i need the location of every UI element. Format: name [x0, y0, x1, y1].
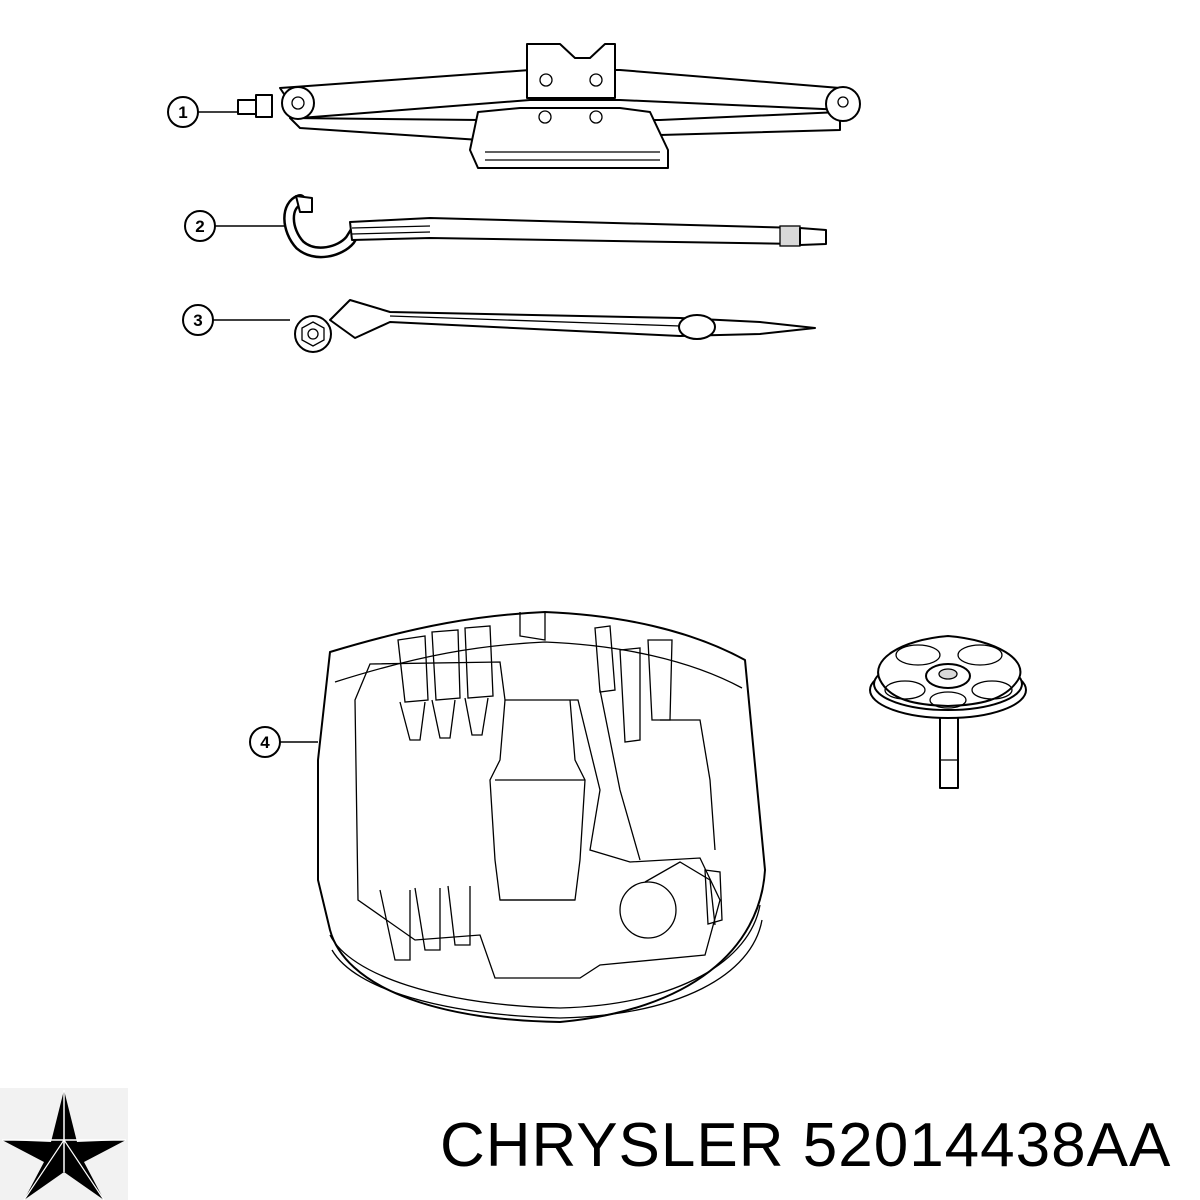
callout-2: 2 [184, 210, 288, 242]
lug-wrench-icon [294, 299, 816, 353]
chrysler-star-logo [0, 1088, 128, 1200]
callout-4: 4 [249, 726, 318, 758]
callout-label-2: 2 [195, 217, 204, 236]
callout-1: 1 [167, 96, 240, 128]
tool-tray-icon [317, 611, 766, 1023]
callout-3: 3 [182, 304, 290, 336]
callout-label-1: 1 [178, 103, 187, 122]
callout-label-3: 3 [193, 311, 202, 330]
callout-label-4: 4 [260, 733, 270, 752]
jack-handle-icon [283, 194, 827, 259]
brand-part-number: CHRYSLER 52014438AA [440, 1111, 1172, 1180]
wing-bolt-icon [869, 635, 1027, 789]
scissor-jack-icon [237, 43, 861, 169]
